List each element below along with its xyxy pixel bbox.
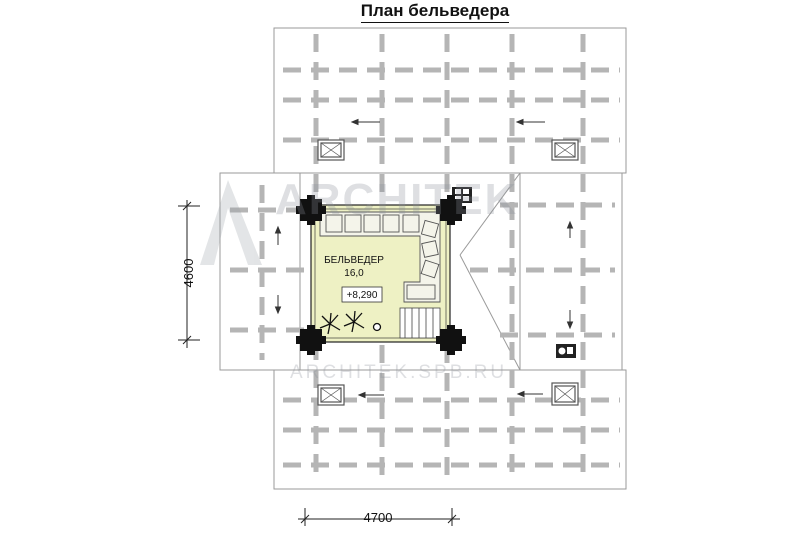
- roof-window-icon: [551, 139, 579, 161]
- vent-icon: [556, 344, 576, 358]
- plant-icon: [343, 310, 365, 333]
- slope-arrows: [274, 118, 574, 399]
- level-mark: +8,290: [347, 290, 378, 301]
- height-dimension-label: 4600: [181, 259, 196, 288]
- plant-icon: [319, 312, 341, 335]
- lamp-icon: [372, 322, 382, 332]
- vent-icons: [452, 187, 576, 358]
- corner-posts: [296, 195, 466, 355]
- height-dimension-line: [178, 200, 200, 348]
- room-area: 16,0: [344, 268, 364, 279]
- corner-post: [436, 325, 466, 355]
- plan-title-text: План бельведера: [360, 0, 510, 23]
- architek-logo: [200, 180, 262, 265]
- corner-post: [436, 195, 466, 225]
- roof-window-icon: [317, 139, 345, 161]
- roof-window-icons: [317, 139, 579, 406]
- roof-window-icon: [317, 384, 345, 406]
- room-name: БЕЛЬВЕДЕР: [324, 255, 384, 266]
- roof-window-icon: [551, 382, 579, 406]
- staircase: [399, 307, 441, 339]
- corner-post: [296, 195, 326, 225]
- rafter-grid: [230, 34, 620, 480]
- plan-title: План бельведера: [0, 0, 800, 23]
- built-in-sofa: [319, 211, 441, 303]
- width-dimension-label: 4700: [364, 510, 393, 525]
- width-dimension-line: [298, 508, 460, 526]
- corner-post: [296, 325, 326, 355]
- plant-icons: [319, 310, 365, 335]
- watermark: ARCHITEK ARCHITEK.SPB.RU: [200, 175, 518, 383]
- watermark-logo-text: ARCHITEK: [275, 175, 518, 224]
- level-mark-box: [341, 286, 383, 303]
- watermark-url: ARCHITEK.SPB.RU: [290, 362, 507, 383]
